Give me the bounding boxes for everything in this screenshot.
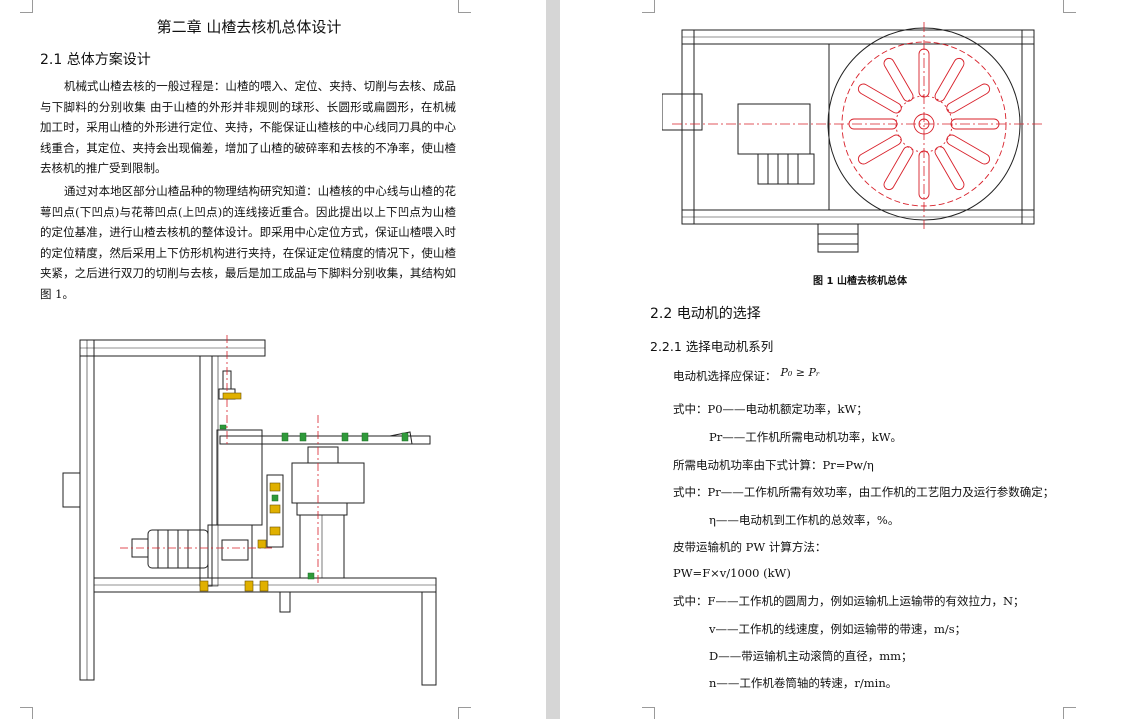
page-gutter: [546, 0, 560, 719]
crop-mark: [458, 0, 471, 13]
definition-pr: Pr——工作机所需电动机功率，kW。: [709, 430, 903, 444]
figure-caption: 图 1 山楂去核机总体: [813, 276, 907, 287]
crop-mark: [458, 707, 471, 719]
definition-d: D——带运输机主动滚筒的直径，mm；: [709, 649, 913, 663]
section-heading-2-2: 2.2 电动机的选择: [650, 306, 761, 322]
pw-method-title: 皮带运输机的 PW 计算方法：: [673, 540, 827, 554]
motor-condition-line: 电动机选择应保证：P₀ ≥ Pᵣ: [673, 366, 820, 384]
chapter-title: 第二章 山楂去核机总体设计: [156, 18, 342, 36]
crop-mark: [642, 707, 655, 719]
definition-p0: 式中：P0——电动机额定功率，kW；: [673, 402, 868, 416]
power-calc-line: 所需电动机功率由下式计算：Pr=Pw/η: [673, 458, 874, 472]
definition-pr-effective: 式中：Pr——工作机所需有效功率，由工作机的工艺阻力及运行参数确定；: [673, 485, 1055, 499]
crop-mark: [20, 0, 33, 13]
crop-mark: [642, 0, 655, 13]
section-heading-2-2-1: 2.2.1 选择电动机系列: [650, 339, 774, 354]
definition-eta: η——电动机到工作机的总效率，%。: [709, 513, 900, 527]
crop-mark: [1063, 707, 1076, 719]
crop-mark: [20, 707, 33, 719]
definition-n: n——工作机卷筒轴的转速，r/min。: [709, 676, 898, 690]
paragraph-2: 通过对本地区部分山楂品种的物理结构研究知道：山楂核的中心线与山楂的花萼凹点(下凹…: [40, 184, 456, 301]
crop-mark: [1063, 0, 1076, 13]
left-page: 第二章 山楂去核机总体设计 2.1 总体方案设计 机械式山楂去核的一般过程是：山…: [0, 0, 546, 719]
pw-formula: PW=F×v/1000 (kW): [673, 566, 791, 580]
definition-v: v——工作机的线速度，例如运输带的带速，m/s；: [709, 622, 967, 636]
machine-side-view-drawing: [62, 335, 437, 686]
paragraph-1: 机械式山楂去核的一般过程是：山楂的喂入、定位、夹持、切削与去核、成品与下脚料的分…: [40, 79, 456, 175]
motor-condition-text: 电动机选择应保证：: [673, 369, 777, 383]
motor-condition-formula: P₀ ≥ Pᵣ: [780, 366, 820, 379]
right-page: [560, 0, 1134, 719]
machine-top-view-drawing: [662, 22, 1042, 253]
section-heading-2-1: 2.1 总体方案设计: [40, 52, 151, 68]
definition-f: 式中：F——工作机的圆周力，例如运输机上运输带的有效拉力，N；: [673, 594, 1025, 608]
